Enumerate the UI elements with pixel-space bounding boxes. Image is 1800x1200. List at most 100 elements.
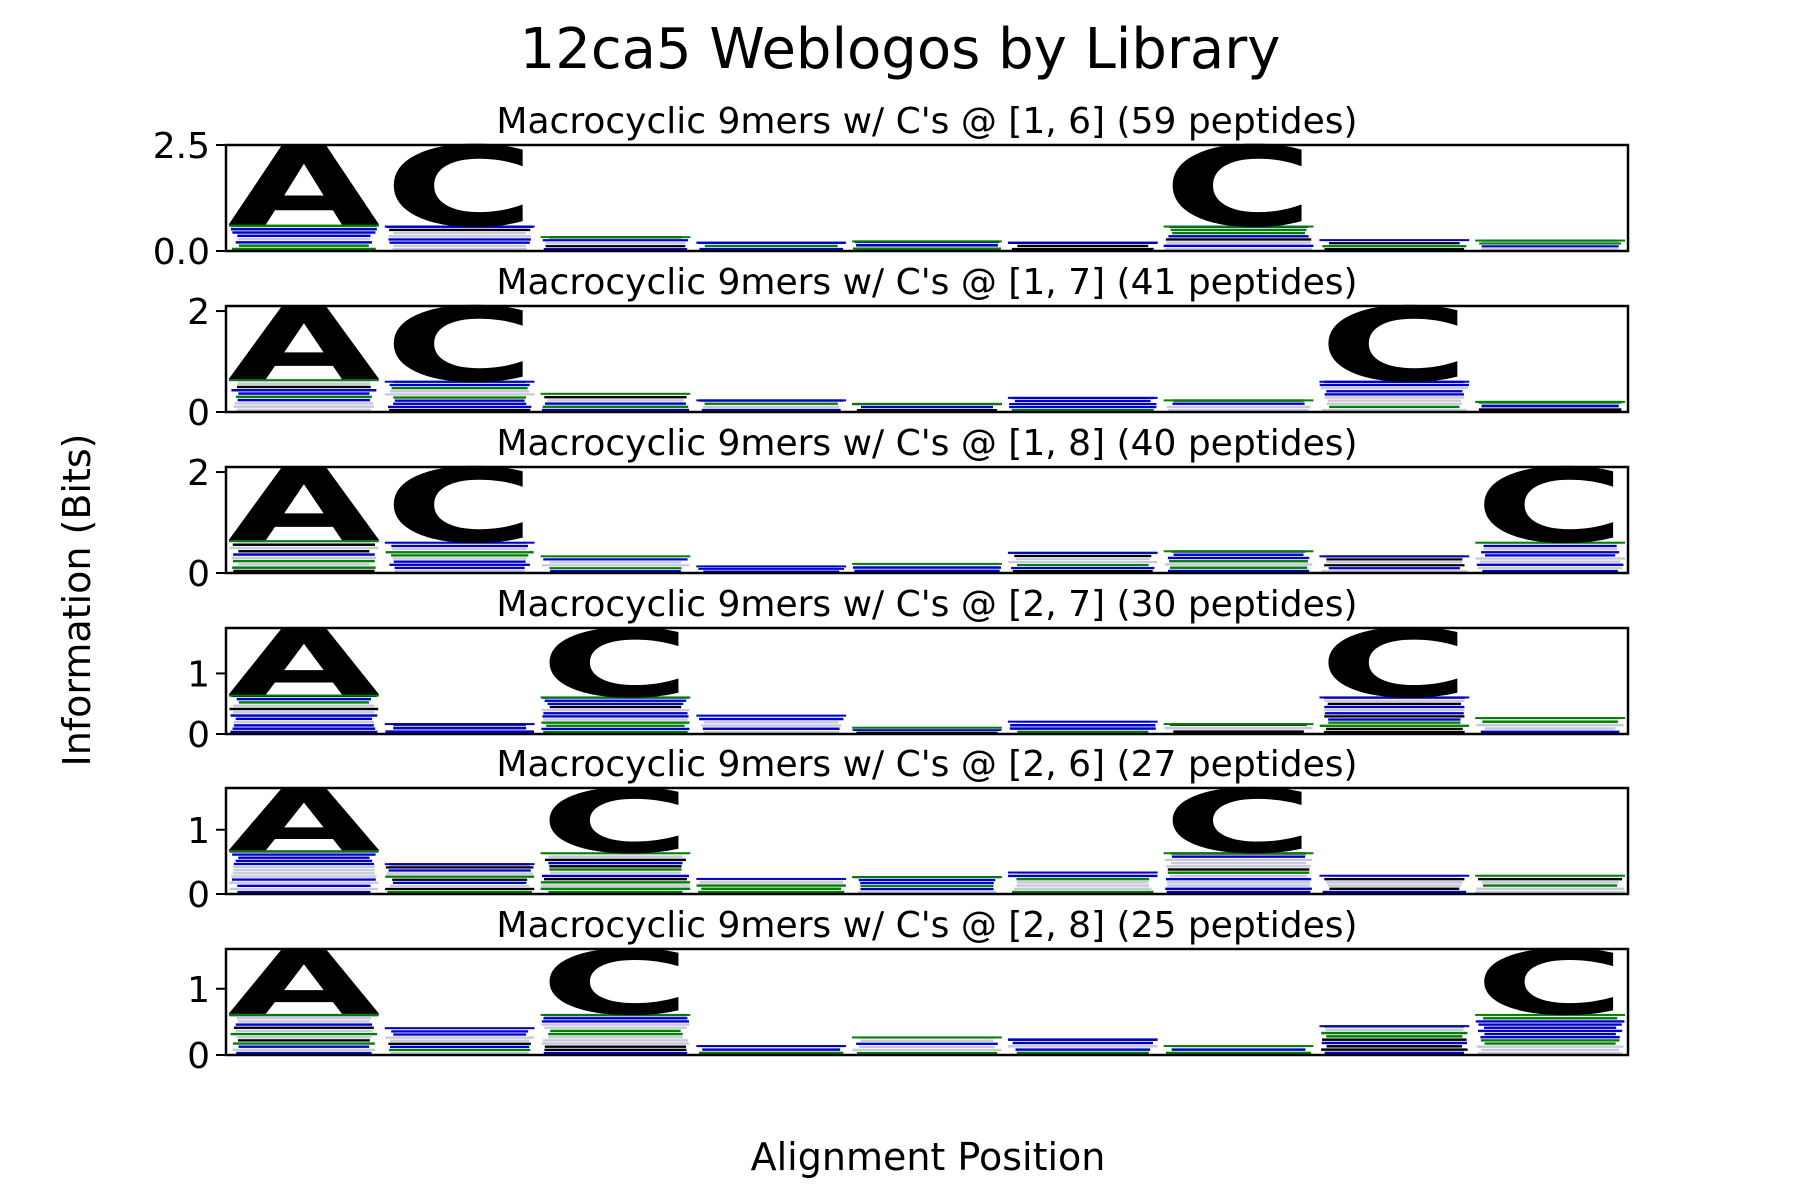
residue-mark bbox=[699, 717, 844, 721]
residue-mark bbox=[1011, 247, 1154, 251]
residue-mark bbox=[1480, 730, 1620, 734]
residue-mark bbox=[384, 723, 535, 726]
residue-mark bbox=[543, 1051, 688, 1055]
background-stack bbox=[1475, 400, 1625, 412]
dominant-letter: A bbox=[228, 123, 381, 250]
letter-c-mark: C bbox=[539, 771, 692, 874]
residue-mark bbox=[543, 1017, 688, 1020]
background-stack bbox=[540, 1013, 691, 1055]
y-tick-label: 0.0 bbox=[153, 232, 210, 273]
residue-mark bbox=[392, 547, 528, 551]
residue-mark bbox=[233, 559, 375, 563]
letter-c-mark: C bbox=[383, 286, 536, 405]
residue-mark bbox=[1328, 718, 1461, 721]
residue-mark bbox=[1165, 238, 1312, 241]
residue-mark bbox=[236, 697, 372, 701]
residue-mark bbox=[1477, 1029, 1623, 1033]
dominant-letter: A bbox=[228, 771, 381, 870]
residue-mark bbox=[547, 1036, 683, 1039]
residue-mark bbox=[701, 408, 841, 412]
residue-mark bbox=[1325, 727, 1463, 731]
residue-mark bbox=[229, 850, 379, 853]
residue-mark bbox=[1016, 877, 1150, 881]
letter-a-mark: A bbox=[228, 610, 381, 716]
dominant-letter: C bbox=[1318, 610, 1471, 719]
residue-mark bbox=[1172, 402, 1305, 405]
residue-mark bbox=[1326, 1035, 1463, 1038]
residue-mark bbox=[852, 876, 1002, 879]
background-stack bbox=[1319, 555, 1470, 573]
background-stack bbox=[696, 399, 847, 412]
residue-mark bbox=[388, 235, 531, 238]
residue-mark bbox=[1321, 408, 1467, 412]
background-stack bbox=[229, 224, 379, 251]
residue-mark bbox=[860, 405, 994, 409]
residue-mark bbox=[1164, 563, 1313, 566]
residue-mark bbox=[393, 244, 527, 248]
residue-mark bbox=[543, 712, 688, 715]
residue-mark bbox=[545, 242, 686, 245]
residue-mark bbox=[1319, 1025, 1470, 1028]
background-stack bbox=[696, 565, 847, 573]
residue-mark bbox=[1476, 723, 1624, 727]
residue-mark bbox=[1016, 884, 1150, 887]
panel-frame bbox=[224, 626, 1630, 736]
residue-mark bbox=[548, 855, 683, 858]
residue-mark bbox=[1165, 887, 1312, 890]
residue-mark bbox=[1008, 1045, 1158, 1048]
residue-mark bbox=[856, 243, 998, 247]
residue-mark bbox=[230, 714, 378, 717]
residue-mark bbox=[388, 1042, 531, 1045]
residue-mark bbox=[230, 1032, 378, 1036]
residue-mark bbox=[1475, 541, 1625, 544]
background-stack bbox=[696, 714, 847, 734]
residue-mark bbox=[1477, 1051, 1623, 1055]
residue-mark bbox=[1327, 702, 1462, 706]
residue-mark bbox=[233, 405, 374, 408]
residue-mark bbox=[386, 872, 533, 875]
residue-mark bbox=[1164, 726, 1313, 730]
residue-mark bbox=[229, 224, 379, 227]
residue-mark bbox=[1329, 405, 1460, 409]
dominant-letter: C bbox=[539, 610, 692, 719]
residue-mark bbox=[385, 875, 535, 878]
residue-mark bbox=[232, 231, 376, 234]
residue-mark bbox=[860, 1039, 994, 1042]
letter-c-mark: C bbox=[383, 124, 536, 252]
residue-mark bbox=[1328, 242, 1460, 245]
residue-mark bbox=[388, 869, 531, 872]
residue-mark bbox=[1007, 241, 1158, 244]
residue-mark bbox=[388, 405, 532, 409]
panel-frame bbox=[224, 786, 1630, 896]
letter-c-mark: C bbox=[539, 932, 692, 1035]
residue-mark bbox=[856, 1051, 998, 1055]
residue-mark bbox=[854, 569, 1000, 573]
residue-mark bbox=[385, 887, 535, 891]
residue-mark bbox=[231, 878, 376, 881]
residue-mark bbox=[852, 1036, 1002, 1039]
residue-mark bbox=[1484, 1032, 1616, 1036]
residue-mark bbox=[232, 865, 375, 869]
residue-mark bbox=[394, 399, 525, 402]
residue-mark bbox=[392, 881, 527, 884]
y-tick-label: 1 bbox=[187, 654, 210, 695]
background-stack bbox=[1475, 541, 1625, 573]
background-stack bbox=[852, 562, 1002, 573]
background-stack bbox=[384, 380, 535, 412]
residue-mark bbox=[232, 247, 376, 251]
residue-mark bbox=[237, 890, 371, 894]
residue-mark bbox=[1479, 242, 1622, 245]
residue-mark bbox=[701, 724, 842, 727]
residue-mark bbox=[540, 392, 691, 395]
y-tick-label: 2 bbox=[187, 453, 210, 494]
residue-mark bbox=[852, 240, 1002, 243]
residue-mark bbox=[860, 888, 994, 891]
dominant-letter: C bbox=[1162, 771, 1315, 874]
background-stack bbox=[1163, 723, 1314, 734]
residue-mark bbox=[540, 236, 691, 239]
residue-mark bbox=[545, 245, 686, 248]
residue-mark bbox=[541, 708, 690, 712]
residue-mark bbox=[238, 550, 370, 553]
residue-mark bbox=[238, 701, 369, 704]
